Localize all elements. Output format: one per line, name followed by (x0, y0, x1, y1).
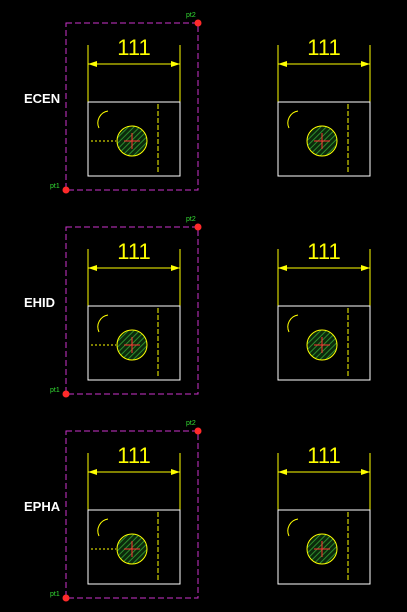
pt1-label: pt1 (50, 183, 60, 190)
arc-curve (287, 110, 299, 129)
pt1-label: pt1 (50, 387, 60, 394)
dimension-arrow-left (278, 265, 287, 271)
part-outline (87, 305, 181, 381)
dimension-arrow-left (88, 469, 97, 475)
dimension-arrow-left (278, 469, 287, 475)
pt2-label: pt2 (186, 12, 196, 19)
pt2-label: pt2 (186, 420, 196, 427)
dimension-text: 111 (117, 35, 150, 60)
part-outline (277, 305, 371, 381)
grip-point-pt2[interactable] (194, 19, 202, 27)
drawing-row-ecen: ECEN pt2 pt1 111 111 (24, 12, 371, 194)
grip-point-pt1[interactable] (62, 186, 70, 194)
dimension-text: 111 (117, 443, 150, 468)
dimension-arrow-right (171, 265, 180, 271)
row-label: EPHA (24, 499, 61, 514)
grip-point-pt2[interactable] (194, 427, 202, 435)
dimension-arrow-right (361, 61, 370, 67)
selection-window[interactable] (65, 430, 199, 599)
dimension-text: 111 (307, 35, 340, 60)
dimension-arrow-right (361, 469, 370, 475)
pt2-label: pt2 (186, 216, 196, 223)
dimension-text: 111 (117, 239, 150, 264)
dimension-arrow-left (88, 61, 97, 67)
part-outline (277, 509, 371, 585)
pt1-label: pt1 (50, 591, 60, 598)
arc-curve (287, 518, 299, 537)
dimension-arrow-right (171, 469, 180, 475)
selection-window[interactable] (65, 226, 199, 395)
grip-point-pt2[interactable] (194, 223, 202, 231)
dimension-arrow-right (171, 61, 180, 67)
drawing-row-ehid: EHID pt2 pt1 111 111 (24, 216, 371, 398)
arc-curve (287, 314, 299, 333)
selection-window[interactable] (65, 22, 199, 191)
arc-curve (97, 518, 109, 537)
arc-curve (97, 110, 109, 129)
part-outline (87, 101, 181, 177)
dimension-text: 111 (307, 443, 340, 468)
grip-point-pt1[interactable] (62, 390, 70, 398)
dimension-text: 111 (307, 239, 340, 264)
drawing-row-epha: EPHA pt2 pt1 111 111 (24, 420, 371, 602)
arc-curve (97, 314, 109, 333)
dimension-arrow-left (88, 265, 97, 271)
row-label: EHID (24, 295, 55, 310)
part-outline (87, 509, 181, 585)
dimension-arrow-right (361, 265, 370, 271)
row-label: ECEN (24, 91, 60, 106)
grip-point-pt1[interactable] (62, 594, 70, 602)
dimension-arrow-left (278, 61, 287, 67)
part-outline (277, 101, 371, 177)
